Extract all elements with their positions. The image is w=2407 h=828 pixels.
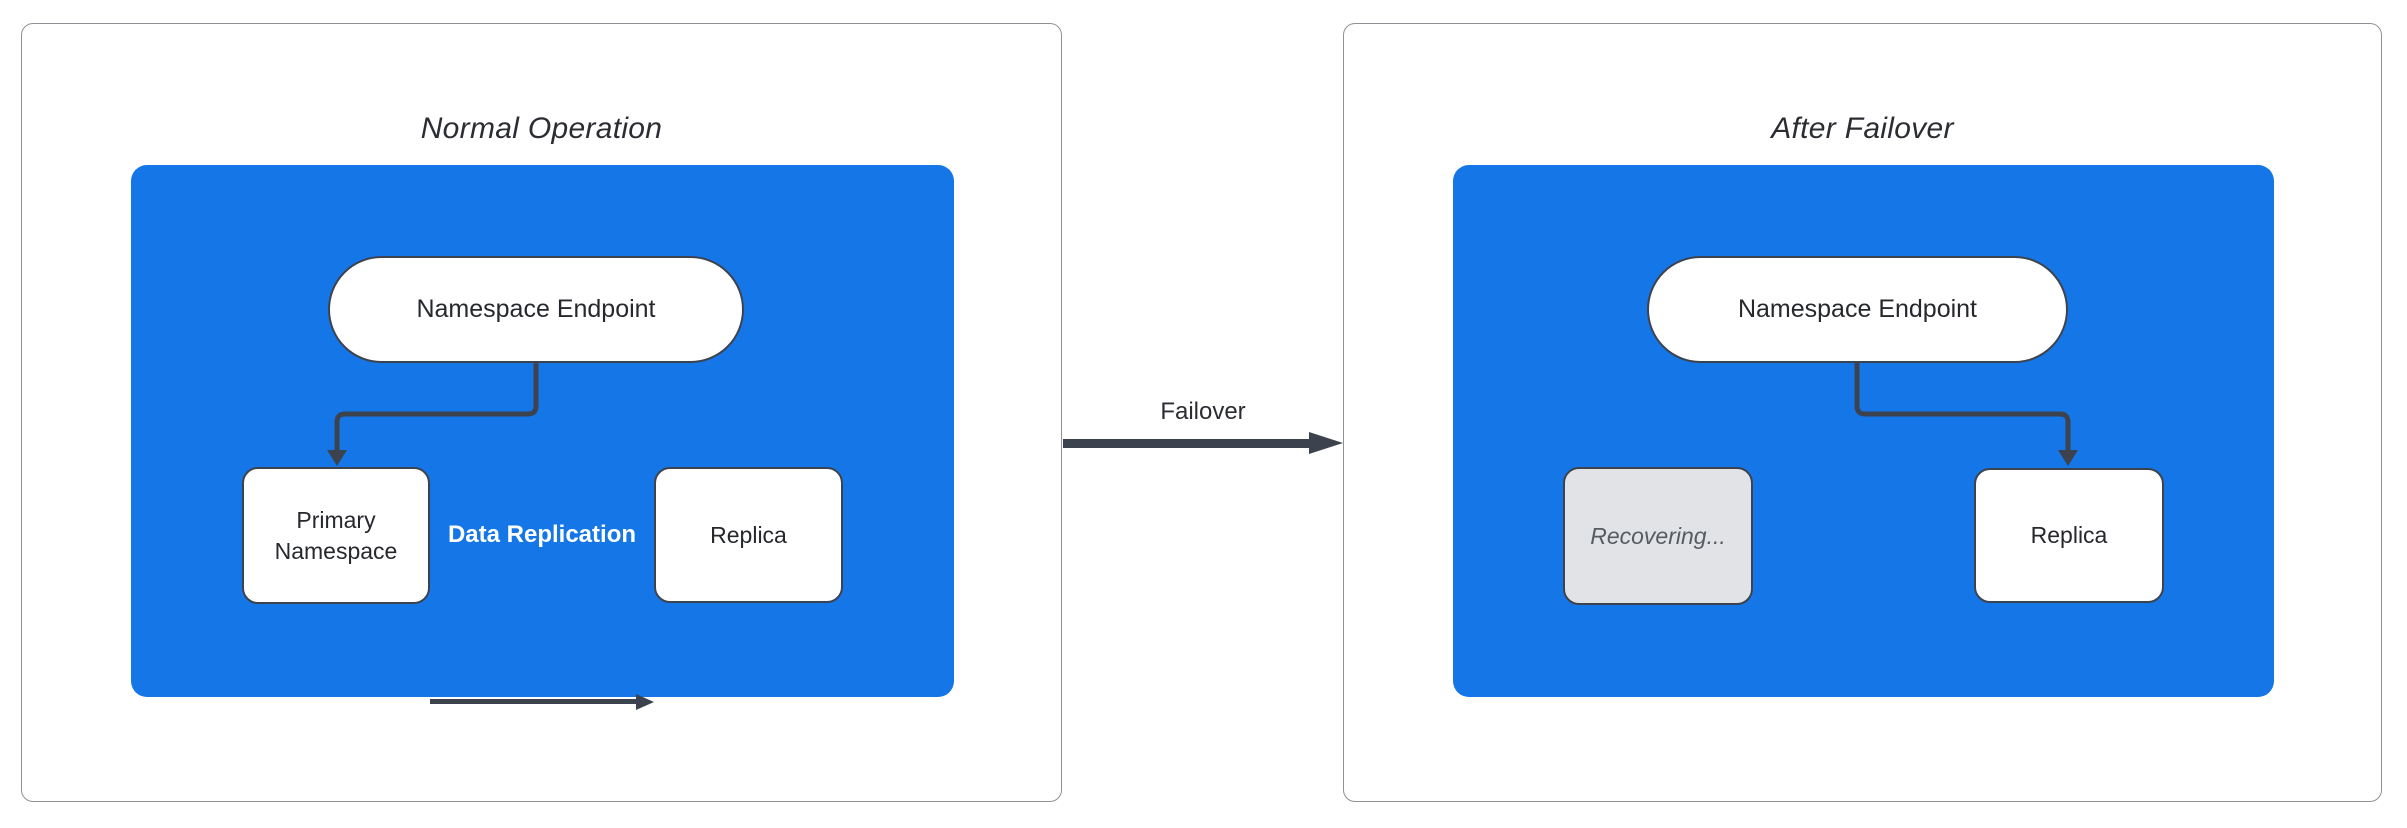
recovering-node: Recovering... — [1563, 467, 1753, 605]
failover-arrow-shaft — [1063, 439, 1310, 448]
endpoint-to-replica-connector — [1854, 363, 2078, 466]
data-replication-label: Data Replication — [442, 521, 642, 549]
normal-operation-title: Normal Operation — [420, 112, 663, 145]
normal-operation-panel: Normal Operation Namespace Endpoint Prim… — [21, 23, 1062, 802]
data-replication-label-wrap: Data Replication — [430, 515, 654, 555]
data-replication-line — [430, 699, 640, 704]
replica-node-failover: Replica — [1974, 468, 2164, 603]
failover-arrowhead-icon — [1309, 432, 1343, 454]
primary-namespace-node: Primary Namespace — [242, 467, 430, 604]
namespace-cluster-normal: Namespace Endpoint Primary Namespace Dat… — [131, 165, 954, 710]
arrowhead-down-icon — [2058, 450, 2078, 466]
after-failover-panel: After Failover Namespace Endpoint Recove… — [1343, 23, 2382, 802]
primary-namespace-label: Primary Namespace — [274, 507, 398, 564]
namespace-endpoint-label: Namespace Endpoint — [416, 295, 656, 323]
namespace-endpoint-label-failover: Namespace Endpoint — [1737, 295, 1978, 323]
endpoint-to-primary-connector — [327, 363, 539, 466]
data-replication-arrow: Data Replication — [430, 515, 654, 555]
recovering-label: Recovering... — [1590, 522, 1726, 549]
replica-label-normal: Replica — [710, 521, 787, 548]
after-failover-title: After Failover — [1771, 112, 1954, 145]
data-replication-arrowhead-icon — [636, 694, 654, 710]
namespace-endpoint-node-failover: Namespace Endpoint — [1647, 256, 2068, 363]
namespace-cluster-failover: Namespace Endpoint Recovering... Replica — [1453, 165, 2274, 697]
arrowhead-down-icon — [327, 450, 347, 466]
failover-label: Failover — [1160, 398, 1246, 425]
namespace-endpoint-node: Namespace Endpoint — [328, 256, 744, 363]
replica-node-normal: Replica — [654, 467, 843, 603]
replica-label-failover: Replica — [2030, 522, 2108, 549]
